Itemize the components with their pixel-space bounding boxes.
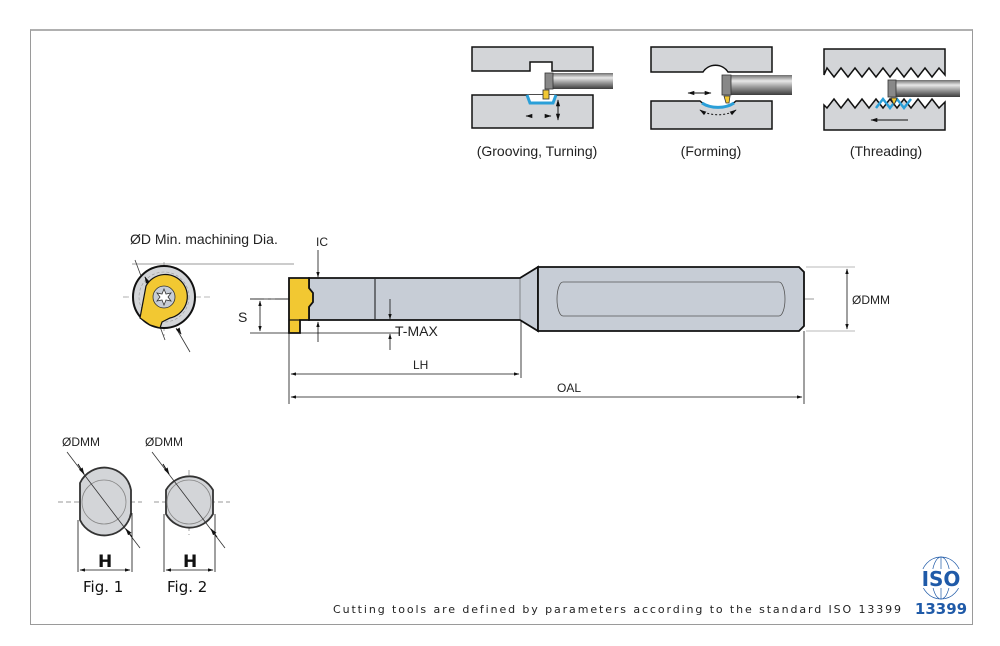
fig2-drawing <box>151 451 230 572</box>
caption-forming: (Forming) <box>681 143 742 159</box>
label-lh: LH <box>413 358 428 372</box>
caption-threading: (Threading) <box>850 143 922 159</box>
fig1-label-h: H <box>98 552 112 572</box>
threading-illustration <box>823 48 960 131</box>
iso-standard-note: Cutting tools are defined by parameters … <box>333 603 903 616</box>
forming-illustration <box>650 46 792 130</box>
label-s: S <box>238 309 247 325</box>
iso-13399-logo: ISO 13399 <box>915 556 967 618</box>
label-min-machining-dia: ØD Min. machining Dia. <box>130 231 278 247</box>
iso-logo-text: ISO <box>922 567 961 591</box>
label-oal: OAL <box>557 381 581 395</box>
iso-number: 13399 <box>915 600 967 618</box>
end-view-drawing <box>123 259 294 353</box>
fig1-caption: Fig. 1 <box>83 578 123 596</box>
fig1-drawing <box>58 451 142 572</box>
label-ic: IC <box>316 235 328 249</box>
fig1-label-dmm: ØDMM <box>62 435 100 449</box>
grooving-turning-illustration <box>471 46 613 129</box>
fig2-label-h: H <box>183 552 197 572</box>
caption-grooving-turning: (Grooving, Turning) <box>477 143 598 159</box>
tool-side-view <box>250 250 855 404</box>
fig2-label-dmm: ØDMM <box>145 435 183 449</box>
label-dmm: ØDMM <box>852 293 890 307</box>
fig2-caption: Fig. 2 <box>167 578 207 596</box>
label-tmax: T-MAX <box>395 323 438 339</box>
